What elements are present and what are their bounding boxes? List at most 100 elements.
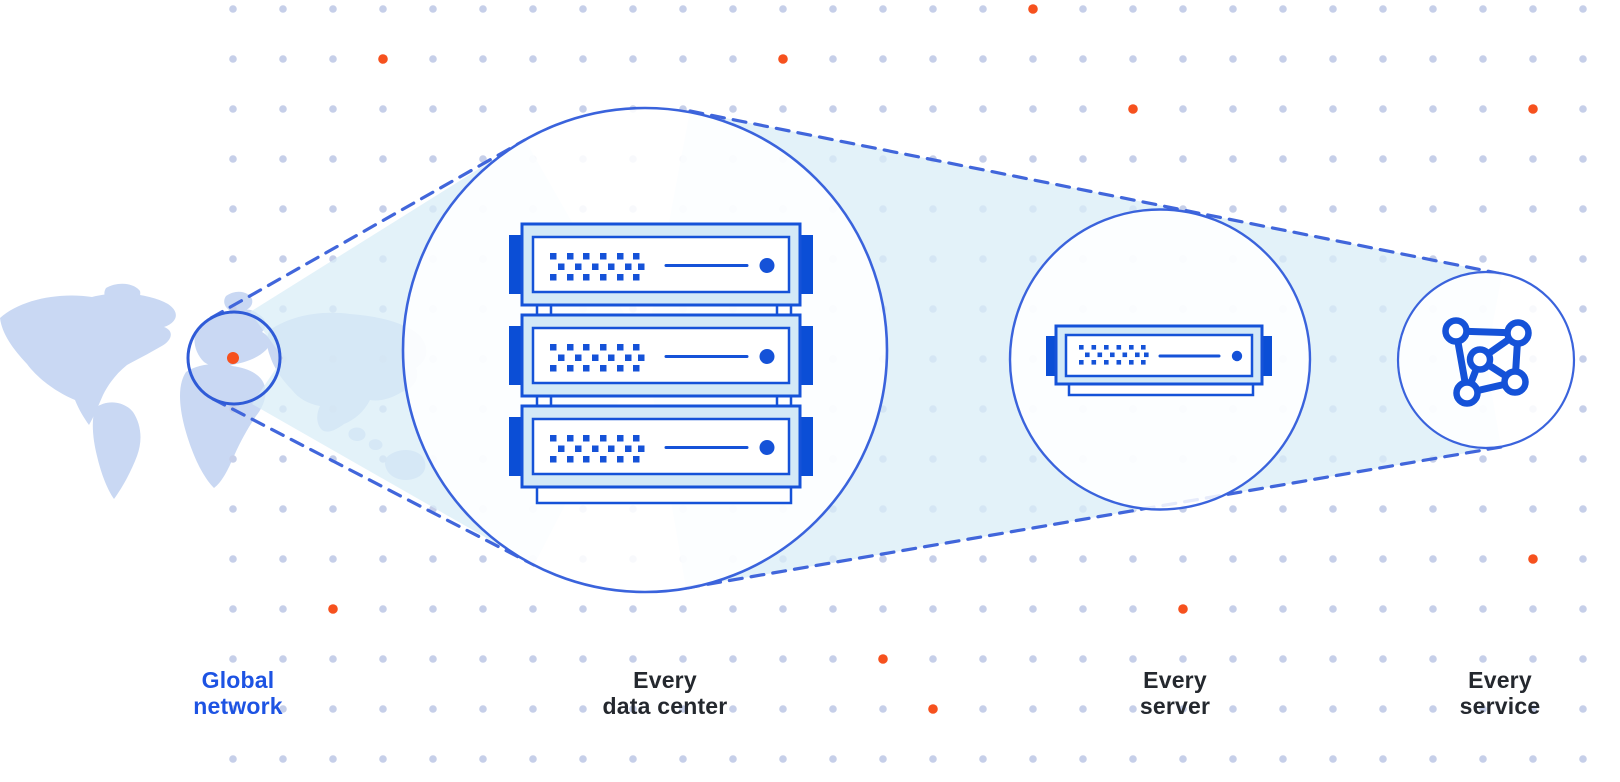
- grid-dot: [879, 705, 887, 713]
- grid-dot: [429, 705, 437, 713]
- mesh-node: [1453, 379, 1481, 407]
- grid-dot: [1529, 5, 1537, 13]
- grid-dot-orange: [1528, 554, 1538, 564]
- grid-dot: [479, 5, 487, 13]
- grid-dot: [1029, 755, 1037, 763]
- grid-dot: [979, 605, 987, 613]
- grid-dot: [1529, 255, 1537, 263]
- grid-dot: [1529, 655, 1537, 663]
- grid-dot: [729, 605, 737, 613]
- grid-dot: [1379, 205, 1387, 213]
- continent-europe: [194, 309, 270, 367]
- grid-dot: [379, 155, 387, 163]
- grid-dot: [1179, 655, 1187, 663]
- grid-dot: [479, 605, 487, 613]
- grid-dot: [1379, 605, 1387, 613]
- globe-highlight-circle: [186, 310, 282, 406]
- grid-dot: [829, 105, 837, 113]
- grid-dot-orange: [1028, 4, 1038, 14]
- grid-dot: [1129, 155, 1137, 163]
- grid-dot: [679, 655, 687, 663]
- grid-dot: [379, 5, 387, 13]
- grid-dot: [479, 55, 487, 63]
- grid-dot: [229, 255, 237, 263]
- grid-dot: [1179, 55, 1187, 63]
- grid-dot: [1279, 655, 1287, 663]
- grid-dot-orange: [378, 54, 388, 64]
- single-server-icon: [1046, 324, 1272, 397]
- grid-dot: [679, 605, 687, 613]
- grid-dot: [1579, 555, 1587, 563]
- mesh-node: [1442, 317, 1470, 345]
- grid-dot: [429, 155, 437, 163]
- grid-dot: [1579, 205, 1587, 213]
- grid-dot: [279, 105, 287, 113]
- server-rack-icon: [507, 222, 815, 505]
- grid-dot-orange: [1128, 104, 1138, 114]
- grid-dot: [679, 705, 687, 713]
- grid-dot: [229, 705, 237, 713]
- grid-dot: [629, 605, 637, 613]
- grid-dot: [229, 105, 237, 113]
- grid-dot: [329, 655, 337, 663]
- grid-dot: [929, 555, 937, 563]
- continent-south-america: [92, 402, 141, 499]
- grid-dot: [1479, 605, 1487, 613]
- grid-dot: [1229, 55, 1237, 63]
- network-mesh-icon: [1442, 317, 1532, 407]
- grid-dot: [1079, 755, 1087, 763]
- grid-dot: [1279, 5, 1287, 13]
- grid-dot: [479, 105, 487, 113]
- grid-dot: [279, 155, 287, 163]
- grid-dot: [329, 505, 337, 513]
- grid-dot: [529, 755, 537, 763]
- grid-dot: [329, 205, 337, 213]
- grid-dot: [629, 5, 637, 13]
- grid-dot: [1229, 605, 1237, 613]
- caption-line: Every: [633, 667, 697, 693]
- grid-dot: [1579, 255, 1587, 263]
- grid-dot: [1179, 5, 1187, 13]
- grid-dot: [279, 5, 287, 13]
- grid-dot: [1579, 655, 1587, 663]
- grid-dot: [1379, 105, 1387, 113]
- grid-dot: [1129, 755, 1137, 763]
- grid-dot: [329, 705, 337, 713]
- continent-africa: [180, 364, 266, 488]
- grid-dot: [1329, 105, 1337, 113]
- caption-line: server: [1139, 693, 1211, 719]
- caption-line: service: [1459, 693, 1541, 719]
- grid-dot: [1429, 605, 1437, 613]
- grid-dot: [579, 705, 587, 713]
- grid-dot: [1579, 405, 1587, 413]
- grid-dot: [279, 655, 287, 663]
- grid-dot: [929, 755, 937, 763]
- caption-every-server: Every server: [1075, 667, 1275, 719]
- grid-dot: [1479, 105, 1487, 113]
- grid-dot: [1029, 655, 1037, 663]
- grid-dot: [529, 605, 537, 613]
- grid-dot: [1579, 505, 1587, 513]
- grid-dot: [479, 555, 487, 563]
- grid-dot: [279, 705, 287, 713]
- grid-dot: [829, 605, 837, 613]
- grid-dot: [1479, 455, 1487, 463]
- grid-dot: [229, 155, 237, 163]
- grid-dot: [879, 5, 887, 13]
- grid-dot: [829, 755, 837, 763]
- grid-dot-orange: [778, 54, 788, 64]
- grid-dot: [1329, 555, 1337, 563]
- grid-dot: [1129, 705, 1137, 713]
- grid-dot: [279, 555, 287, 563]
- grid-dot: [729, 55, 737, 63]
- grid-dot: [1429, 205, 1437, 213]
- grid-dot: [379, 605, 387, 613]
- grid-dot: [229, 505, 237, 513]
- grid-dot: [579, 5, 587, 13]
- caption-line: Every: [1143, 667, 1207, 693]
- grid-dot: [1379, 155, 1387, 163]
- grid-dot: [1079, 605, 1087, 613]
- grid-dot-orange: [928, 704, 938, 714]
- grid-dot: [679, 755, 687, 763]
